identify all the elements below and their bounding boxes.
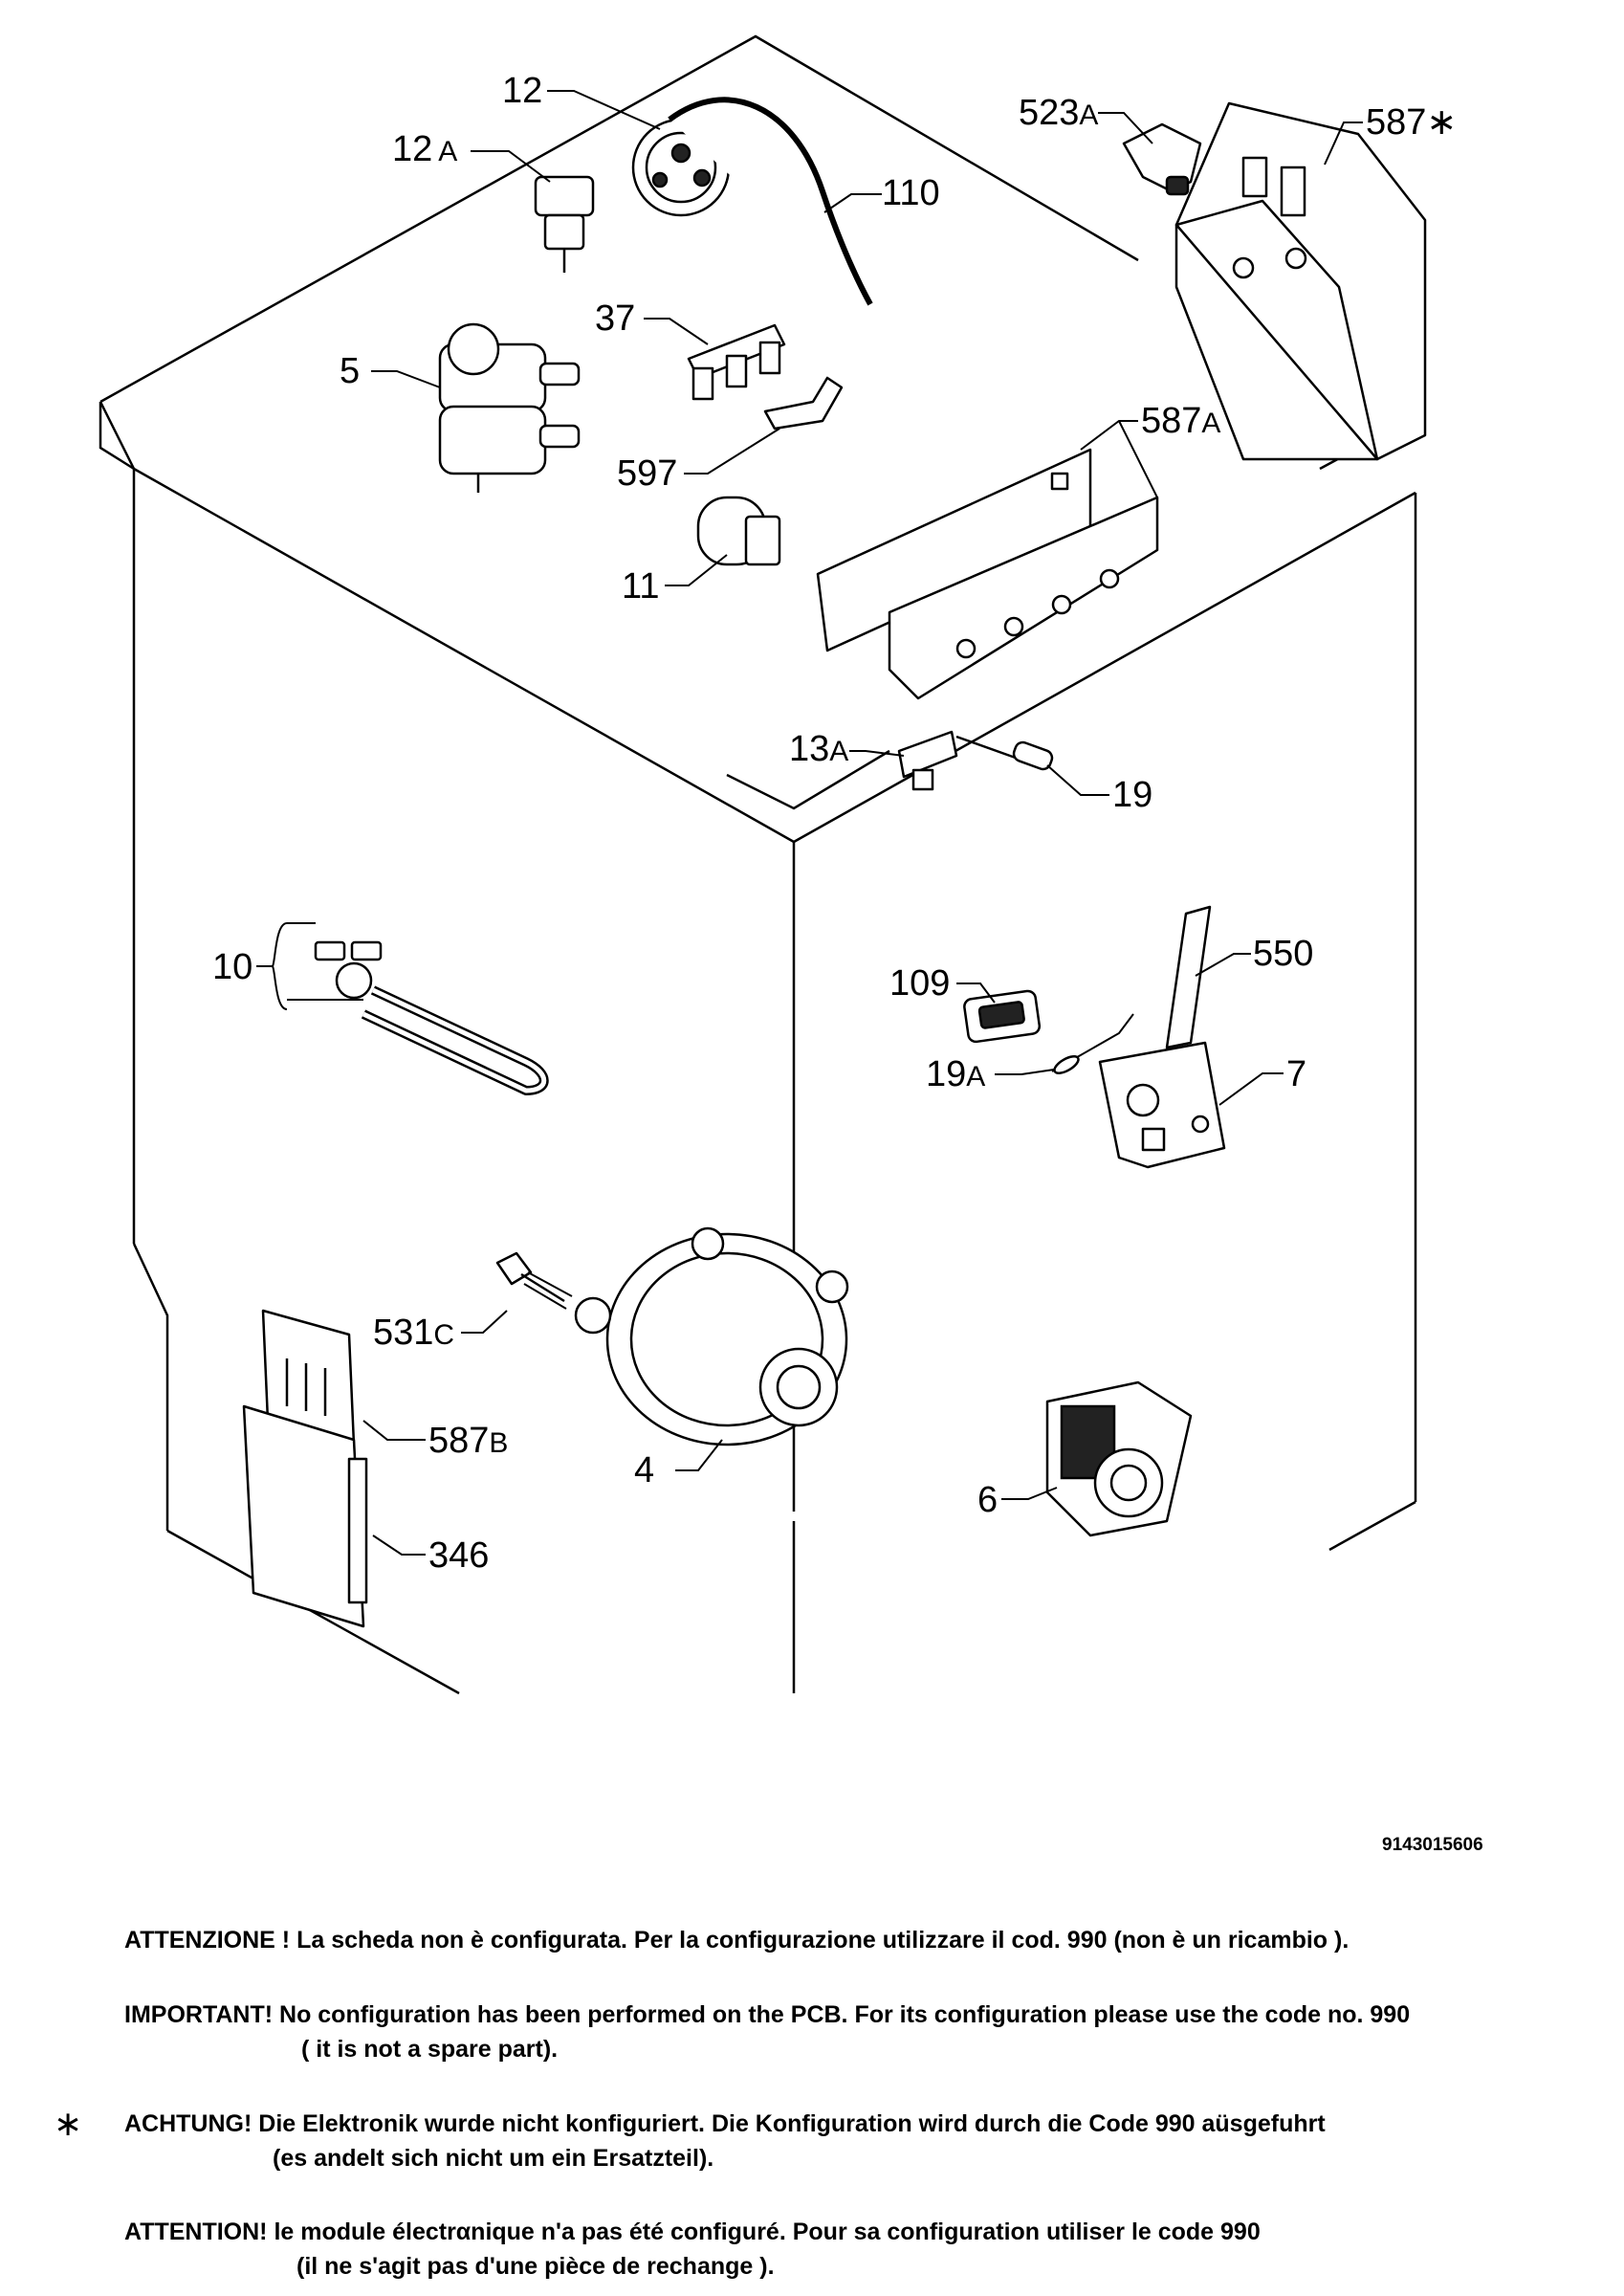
- part-5-inlet-valve: [438, 322, 581, 493]
- exploded-parts-diagram: 12 12A 110 523A 587∗ 37 5 597 587A 11 13…: [99, 34, 1483, 1855]
- leader-lines: [256, 90, 1363, 1556]
- document-code: 9143015606: [1382, 1835, 1483, 1855]
- note-french-line1: ATTENTION! le module électrαnique n'a pa…: [124, 2219, 1261, 2245]
- label-346: 346: [428, 1535, 489, 1576]
- part-19-sensor: [955, 735, 1054, 771]
- label-10: 10: [212, 947, 252, 987]
- part-12-pressure-switch: [631, 97, 873, 306]
- label-587a: 587A: [1141, 401, 1220, 441]
- note-german: ACHTUNG! Die Elektronik wurde nicht konf…: [124, 2107, 1326, 2175]
- note-french: ATTENTION! le module électrαnique n'a pa…: [124, 2215, 1261, 2284]
- note-english: IMPORTANT! No configuration has been per…: [124, 1998, 1410, 2066]
- label-5: 5: [340, 351, 360, 391]
- part-531c-bolt: [495, 1251, 573, 1310]
- label-12: 12: [502, 71, 542, 111]
- label-587-star: 587∗: [1366, 102, 1457, 143]
- part-10-heating-element: [287, 922, 549, 1095]
- part-19a-sensor: [1051, 1013, 1134, 1074]
- label-6: 6: [977, 1480, 998, 1520]
- label-11: 11: [622, 566, 659, 607]
- label-523a: 523A: [1019, 93, 1098, 133]
- part-346-dispenser-box: [242, 1404, 368, 1628]
- part-587-star-main-module: [1174, 101, 1427, 461]
- part-37-terminal-block: [687, 323, 786, 401]
- part-523a-connector: [1122, 122, 1202, 196]
- note-german-line1: ACHTUNG! Die Elektronik wurde nicht konf…: [124, 2110, 1326, 2137]
- label-550: 550: [1253, 934, 1313, 974]
- label-531c: 531C: [373, 1313, 454, 1353]
- note-german-line2: (es andelt sich nicht um ein Ersatzteil)…: [273, 2145, 714, 2172]
- part-4-motor: [574, 1226, 849, 1446]
- label-109: 109: [889, 963, 950, 1004]
- part-587a-control-board: [816, 448, 1159, 700]
- label-19: 19: [1112, 775, 1152, 815]
- note-english-line1: IMPORTANT! No configuration has been per…: [124, 2001, 1411, 2028]
- label-110: 110: [882, 173, 940, 213]
- label-19a: 19A: [926, 1054, 985, 1094]
- label-587b: 587B: [428, 1421, 508, 1461]
- part-6-drain-pump: [1045, 1380, 1193, 1537]
- label-13a: 13A: [789, 729, 848, 769]
- part-550-lever: [1165, 905, 1212, 1049]
- part-11-capacitor: [696, 496, 781, 566]
- label-37: 37: [595, 298, 635, 339]
- note-asterisk: ∗: [54, 2105, 83, 2144]
- part-597-clip: [763, 376, 844, 430]
- part-109-cover: [963, 989, 1042, 1044]
- label-597: 597: [617, 453, 677, 494]
- label-7: 7: [1286, 1054, 1306, 1094]
- note-italian: ATTENZIONE ! La scheda non è configurata…: [124, 1927, 1350, 1954]
- part-13a-connector: [897, 730, 958, 791]
- part-7-door-lock: [1098, 1041, 1226, 1169]
- note-french-line2: (il ne s'agit pas d'une pièce de rechang…: [296, 2253, 775, 2280]
- note-english-line2: ( it is not a spare part).: [301, 2036, 559, 2063]
- label-4: 4: [634, 1450, 654, 1490]
- part-12a-pressure-sensor: [534, 175, 595, 273]
